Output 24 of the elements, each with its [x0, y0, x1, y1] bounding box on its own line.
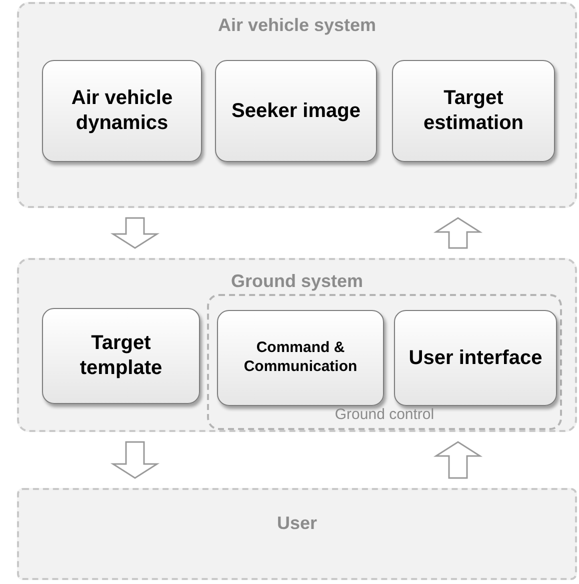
module-label: User interface	[408, 346, 542, 370]
group-label: Ground control	[334, 406, 434, 425]
module-label: Command & Communication	[242, 339, 358, 377]
block-arrow	[433, 217, 483, 249]
module-label: Target estimation	[422, 86, 525, 136]
group-region	[207, 294, 562, 430]
module-box	[392, 60, 555, 162]
module-label: Target template	[78, 331, 164, 381]
panel-heading: User	[276, 512, 318, 535]
block-arrow	[110, 441, 160, 479]
module-box	[215, 60, 377, 162]
system-panel	[17, 2, 577, 208]
module-box	[42, 308, 200, 404]
module-label: Seeker image	[232, 98, 360, 124]
block-arrow	[110, 217, 160, 249]
system-panel	[17, 488, 577, 580]
module-box	[394, 310, 557, 406]
module-box	[42, 60, 202, 162]
panel-heading: Ground system	[230, 270, 364, 293]
system-panel	[17, 258, 577, 432]
module-label: Air vehicle dynamics	[70, 86, 174, 136]
module-box	[217, 310, 384, 406]
block-arrow	[433, 441, 483, 479]
panel-heading: Air vehicle system	[218, 14, 376, 37]
